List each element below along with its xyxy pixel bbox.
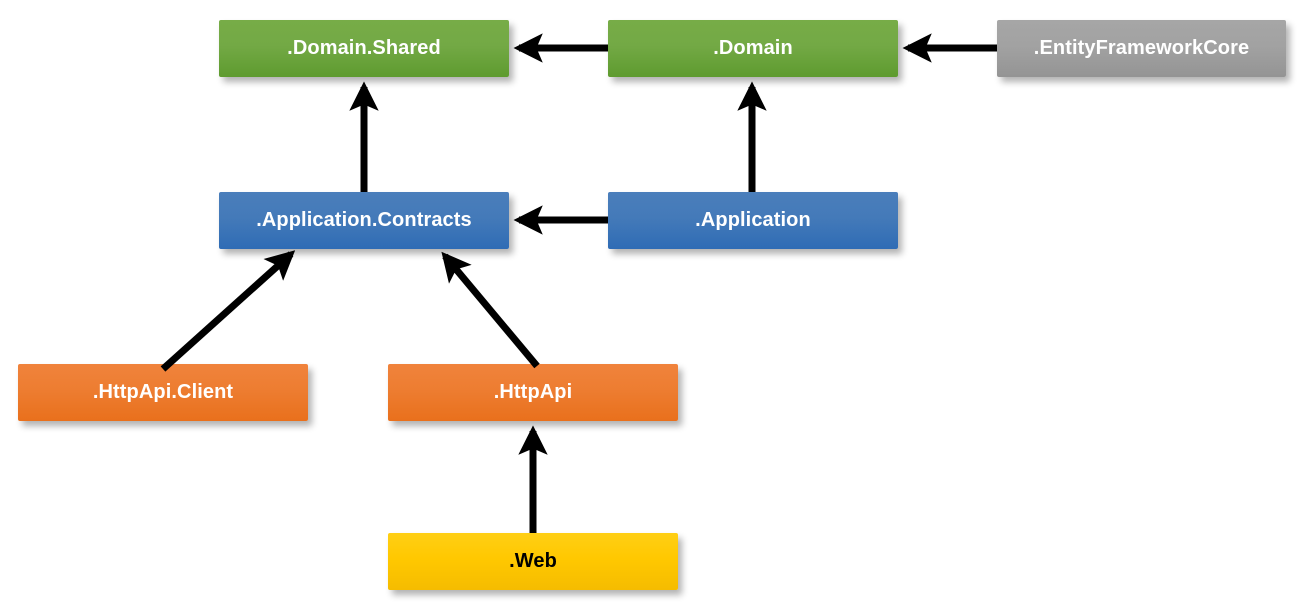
node-application-label: .Application (695, 209, 811, 231)
node-domain-shared[interactable]: .Domain.Shared (219, 20, 509, 77)
node-entityframeworkcore[interactable]: .EntityFrameworkCore (997, 20, 1286, 77)
node-web-label: .Web (509, 550, 557, 572)
node-domain-shared-label: .Domain.Shared (287, 37, 441, 59)
edge-httpapi-to-application-contracts (441, 251, 540, 369)
node-web[interactable]: .Web (388, 533, 678, 590)
node-entityframeworkcore-label: .EntityFrameworkCore (1033, 37, 1250, 59)
node-httpapi-client-label: .HttpApi.Client (92, 381, 234, 403)
node-httpapi-client[interactable]: .HttpApi.Client (18, 364, 308, 421)
edge-httpapi-client-to-application-contracts (160, 250, 296, 372)
node-domain-label: .Domain (713, 37, 793, 59)
node-application-contracts[interactable]: .Application.Contracts (219, 192, 509, 249)
node-httpapi-label: .HttpApi (493, 381, 573, 403)
node-httpapi[interactable]: .HttpApi (388, 364, 678, 421)
node-domain[interactable]: .Domain (608, 20, 898, 77)
node-application[interactable]: .Application (608, 192, 898, 249)
node-application-contracts-label: .Application.Contracts (256, 209, 472, 231)
